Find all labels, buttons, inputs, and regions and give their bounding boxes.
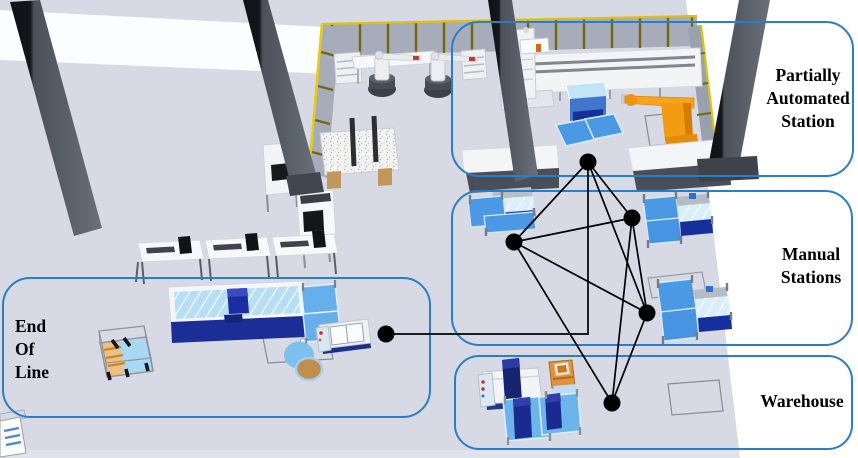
round-table xyxy=(284,338,324,382)
orange-cart xyxy=(548,359,578,397)
workbench-2 xyxy=(204,233,272,282)
label-end-of-line: End Of Line xyxy=(15,316,50,382)
pillar-4-base xyxy=(697,156,759,182)
label-manual-stations: Manual Stations xyxy=(780,244,842,287)
workbench-3 xyxy=(271,230,339,279)
floor-bottom-strip xyxy=(0,450,750,458)
manual-workstation-upper-right xyxy=(642,190,714,248)
granite-table-leg xyxy=(378,168,392,186)
manual-workbench-row xyxy=(135,230,339,285)
workbench-1 xyxy=(135,236,205,285)
small-robot-arm-1 xyxy=(367,50,422,98)
manual-stations-equipment xyxy=(467,187,733,344)
clamp-posts xyxy=(349,115,379,167)
granite-table xyxy=(319,127,400,176)
fence-left-yellow-rail xyxy=(307,23,324,173)
floor-marking-warehouse xyxy=(667,379,724,416)
pillar-1 xyxy=(10,0,102,236)
supply-rack xyxy=(98,325,154,381)
warehouse-equipment xyxy=(477,358,724,445)
cell-benches xyxy=(461,138,731,193)
manual-workstation-left xyxy=(467,187,537,236)
label-warehouse: Warehouse xyxy=(760,391,844,411)
corner-shelf-partial xyxy=(0,409,27,458)
agv-end-of-line xyxy=(315,318,372,354)
label-partially-automated-station: Partially Automated Station xyxy=(766,65,850,131)
granite-table-leg xyxy=(327,171,341,189)
floor-white-aisle xyxy=(0,10,332,74)
end-of-line-conveyor xyxy=(167,280,307,343)
pillar-2 xyxy=(243,0,318,189)
